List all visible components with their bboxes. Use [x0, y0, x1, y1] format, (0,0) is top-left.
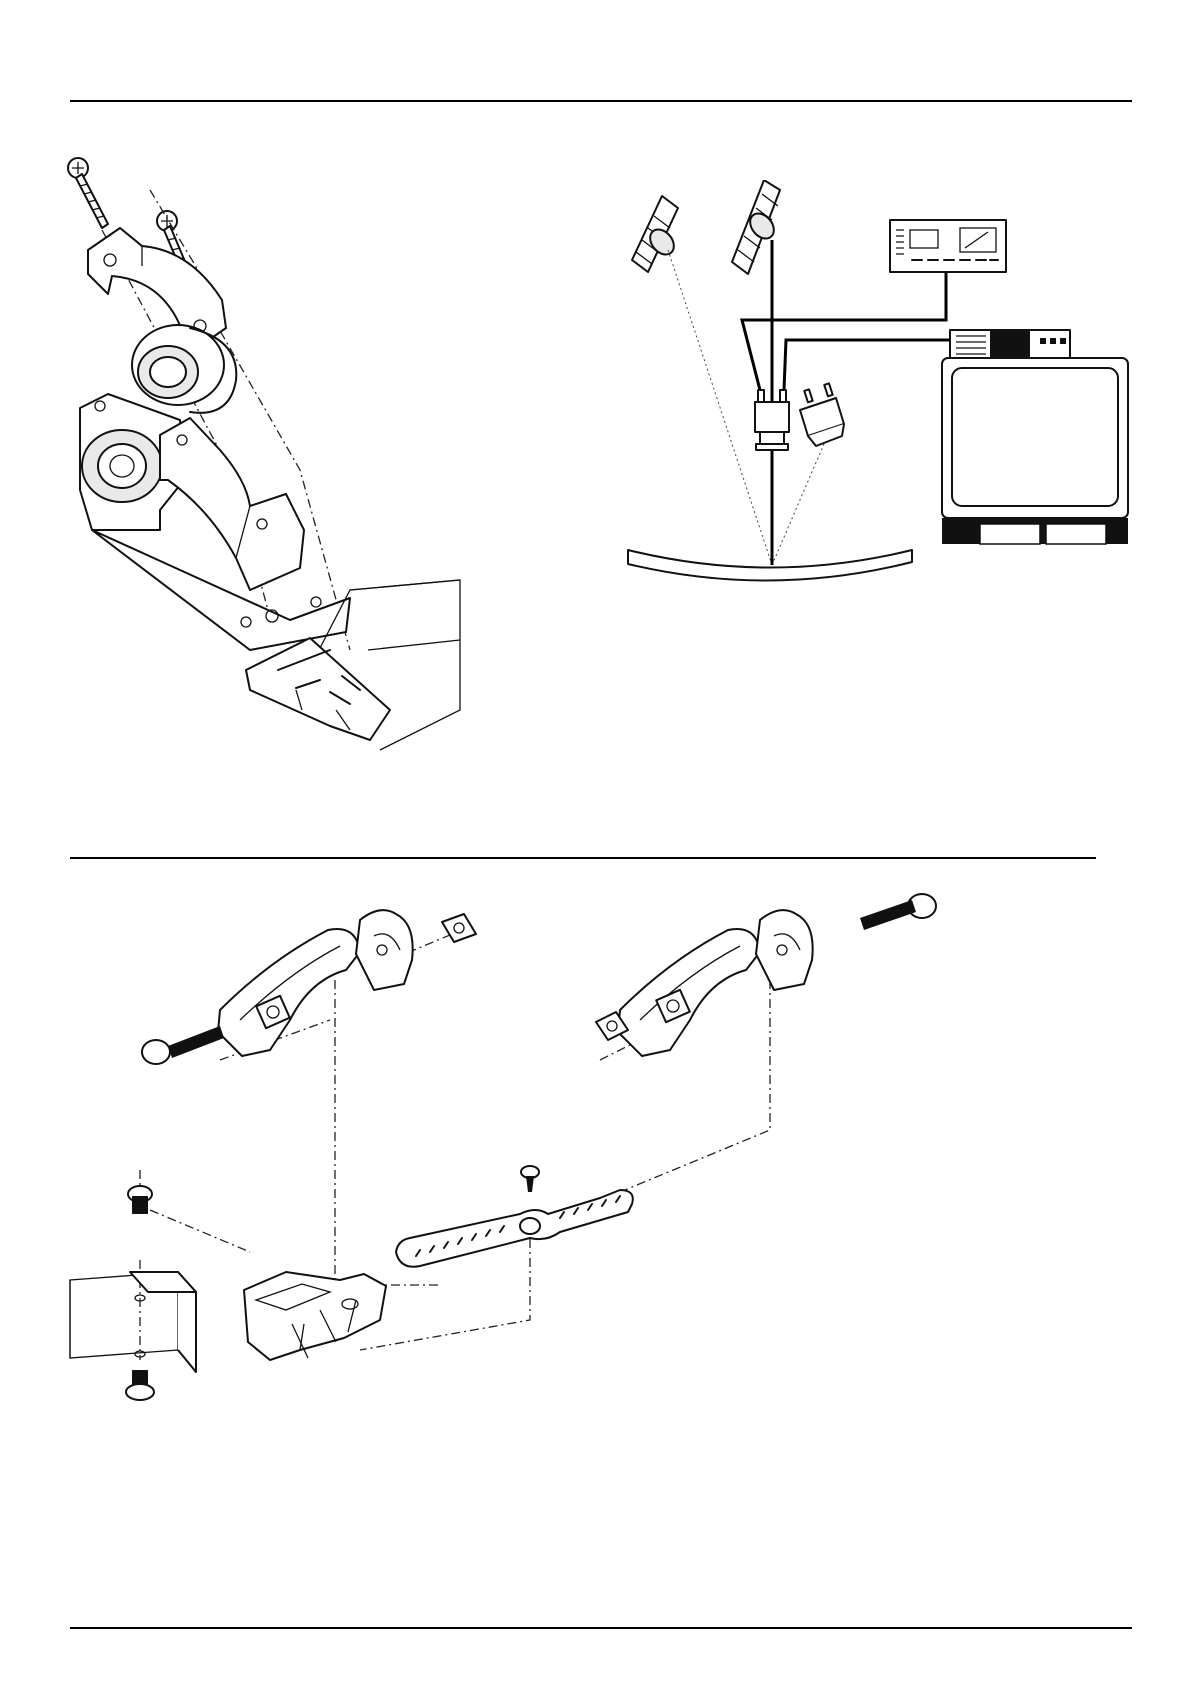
left-bracket-clamp [218, 910, 413, 1056]
tube-bolt-top [128, 1186, 152, 1214]
top-rule [70, 100, 1132, 102]
bottom-rule [70, 1627, 1132, 1629]
center-screw [521, 1166, 539, 1192]
figure-lnb-bracket-assembly [60, 880, 1140, 1600]
screw-left [68, 158, 108, 228]
scale-plate [396, 1190, 633, 1267]
figure-dish-mount [50, 150, 510, 800]
lower-clamp [160, 418, 304, 590]
lnb-secondary [800, 383, 844, 446]
middle-rule [70, 857, 1096, 859]
square-nut-left [442, 914, 476, 942]
rectangular-tube [70, 1272, 196, 1372]
feed-arm-plate [246, 580, 460, 750]
bearing-ring [132, 325, 236, 413]
set-top-box [950, 330, 1070, 358]
dish-reflector [628, 550, 912, 581]
television [942, 358, 1128, 544]
tube-bolt-bottom [126, 1370, 154, 1400]
tube-clamp [244, 1272, 386, 1360]
bolt-right [860, 894, 936, 930]
right-bracket-clamp [618, 910, 813, 1056]
receiver-meter [890, 220, 1006, 272]
figure-satellite-system [620, 180, 1140, 600]
bolt-left [142, 1026, 224, 1064]
